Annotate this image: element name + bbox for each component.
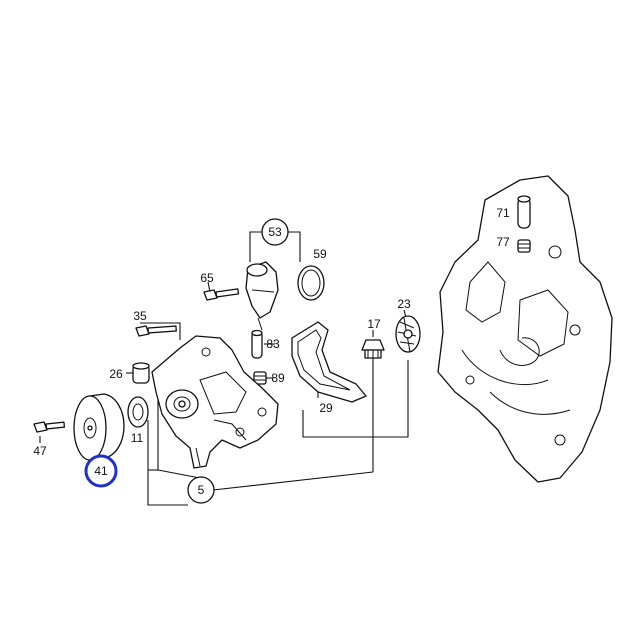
svg-text:5: 5 [198,483,205,497]
callout-41-highlighted[interactable]: 41 [84,454,118,488]
part-35-bolt[interactable] [135,325,177,337]
callout-11: 11 [131,431,144,445]
callout-83: 83 [266,337,280,351]
highlight-ring [84,454,118,488]
callout-35: 35 [133,309,147,323]
callout-47: 47 [33,444,47,458]
callout-29: 29 [319,401,333,415]
svg-text:41: 41 [94,464,108,478]
part-26-bushing[interactable] [132,362,150,384]
part-65-bolt[interactable] [203,288,240,301]
part-53-thermostat-housing[interactable] [245,261,279,331]
timing-cover [437,175,613,483]
callout-labels: 11 17 23 26 29 35 47 59 65 71 77 83 89 [33,206,510,458]
part-17-plug[interactable] [361,339,385,359]
callout-53[interactable]: 53 [261,218,289,246]
callout-26: 26 [109,367,123,381]
part-71-sleeve[interactable] [517,195,531,229]
part-59-o-ring[interactable] [297,265,325,301]
part-41-pulley[interactable] [73,393,125,461]
callout-23: 23 [397,297,411,311]
part-83-sleeve[interactable] [251,329,263,359]
callout-17: 17 [367,317,381,331]
svg-text:53: 53 [268,225,282,239]
callout-65: 65 [200,271,214,285]
part-23-impeller[interactable] [395,315,421,353]
part-89-plug[interactable] [253,371,267,385]
callout-5[interactable]: 5 [187,476,215,504]
part-11-pulley-hub[interactable] [127,396,149,428]
part-29-gasket[interactable] [291,321,367,403]
callout-77: 77 [496,235,510,249]
part-5-water-pump[interactable] [151,335,279,469]
callout-71: 71 [496,206,510,220]
part-47-bolt[interactable] [33,421,66,433]
part-77-plug[interactable] [517,239,531,253]
callout-89: 89 [271,371,285,385]
callout-59: 59 [313,247,327,261]
